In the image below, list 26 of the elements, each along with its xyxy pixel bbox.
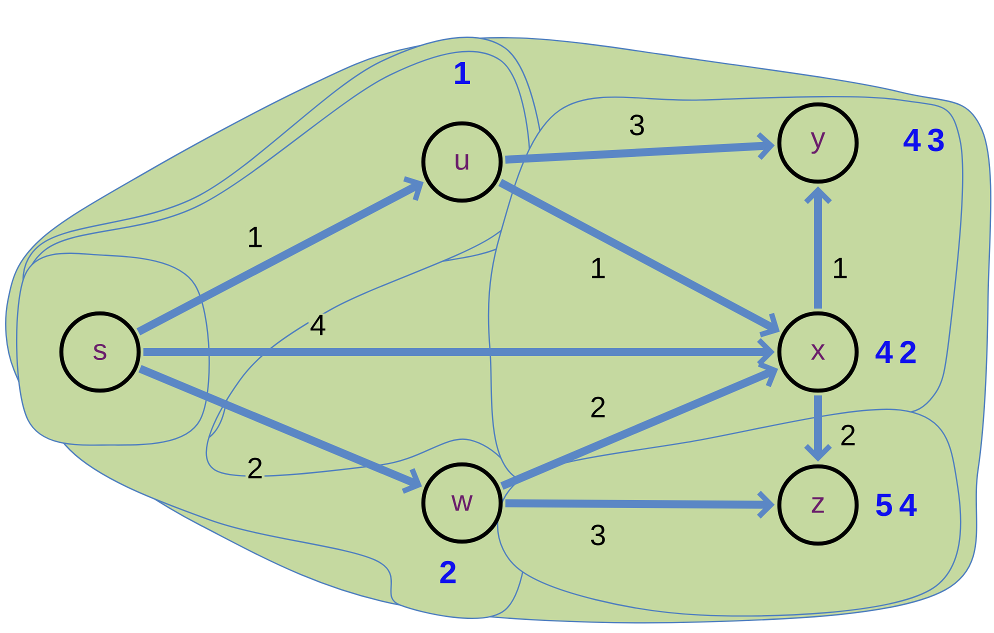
- distance-label: 5: [876, 494, 892, 516]
- distance-label: 2: [900, 340, 916, 364]
- arrow: [505, 132, 775, 164]
- distance-label: 3: [928, 128, 944, 152]
- edge-label: 3: [630, 114, 644, 136]
- edge-label: 2: [591, 396, 605, 418]
- distance-label: 4: [900, 494, 917, 516]
- edge-label: 1: [249, 226, 262, 248]
- arrow: [804, 186, 832, 309]
- distance-label: 4: [904, 129, 921, 152]
- distance-label: 2: [440, 560, 456, 584]
- edge-label: 4: [310, 314, 326, 336]
- arrow: [500, 362, 778, 490]
- arrow: [138, 365, 422, 494]
- arrow: [143, 338, 775, 366]
- arrow: [498, 178, 780, 338]
- arrow: [136, 176, 424, 336]
- edge-label: 1: [592, 258, 605, 278]
- distance-label: 4: [876, 341, 893, 364]
- edge-label: 2: [248, 458, 262, 478]
- edge-label: 2: [841, 424, 855, 446]
- arrow: [804, 395, 832, 462]
- arrow: [505, 490, 775, 519]
- edge-label: 1: [834, 258, 847, 278]
- distance-label: 1: [455, 62, 470, 84]
- edge-label: 3: [590, 524, 605, 546]
